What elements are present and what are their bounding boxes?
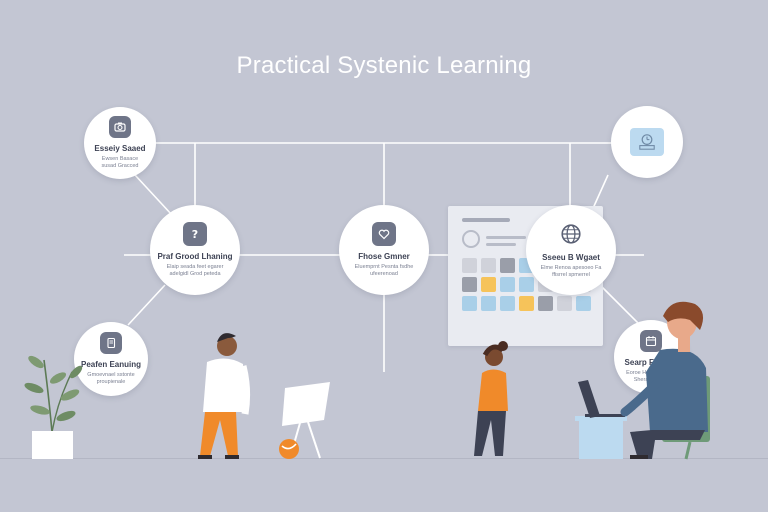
diagonal-connector-line — [127, 284, 166, 326]
board-cell — [462, 296, 477, 311]
board-cell — [519, 277, 534, 292]
node-label: Sseeu B Wgaet — [542, 253, 600, 262]
ground-line — [0, 458, 768, 459]
board-header-bar — [462, 218, 510, 222]
board-cell — [481, 296, 496, 311]
svg-text:?: ? — [192, 228, 198, 241]
node-label: Praf Grood Lhaning — [157, 252, 233, 261]
node-globe: Sseeu B Wgaet Elme Renoa apesoeo Fa ffis… — [526, 205, 616, 295]
node-label: Fhose Gmner — [358, 252, 410, 261]
board-cell — [500, 296, 515, 311]
board-cell — [500, 258, 515, 273]
easel — [279, 382, 330, 459]
board-cell — [462, 258, 477, 273]
seated-man-at-desk — [575, 301, 710, 460]
standing-man — [198, 333, 251, 459]
node-label: Searp Fhatoel — [624, 358, 678, 367]
board-cell — [519, 296, 534, 311]
node-description: Elme Renoa apesoeo Fa ffisrrel spmerrel — [540, 265, 602, 278]
heart-icon — [372, 222, 396, 246]
progress-ring-icon — [462, 230, 480, 248]
clock-icon — [630, 128, 664, 156]
board-cell — [462, 277, 477, 292]
globe-icon — [558, 221, 584, 247]
node-top-right — [611, 106, 683, 178]
board-cell — [557, 296, 572, 311]
question-icon: ? — [183, 222, 207, 246]
board-cell — [481, 277, 496, 292]
node-description: Ewsen Basace susad Gracced — [101, 156, 139, 169]
calendar-icon — [640, 330, 662, 352]
diagonal-connector-line — [134, 174, 173, 216]
node-top-left: Esseiy Saaed Ewsen Basace susad Gracced — [84, 107, 156, 179]
board-cell — [500, 277, 515, 292]
board-cell — [481, 258, 496, 273]
node-bottom-left: Peafen Eanuing Gmoevnael sstonte proupie… — [74, 322, 148, 396]
node-description: Gmoevnael sstonte proupienale — [87, 372, 135, 385]
node-description: Eluemprnt Pesnta fsdhe ufeerenoad — [354, 264, 414, 277]
potted-plant — [24, 355, 83, 459]
page-title: Practical Systenic Learning — [236, 52, 532, 79]
camera-icon — [109, 116, 131, 138]
node-label: Peafen Eanuing — [80, 360, 141, 369]
board-cell — [576, 296, 591, 311]
diagonal-connector-line — [599, 284, 641, 326]
book-icon — [100, 332, 122, 354]
standing-girl — [474, 341, 508, 456]
node-center: Fhose Gmner Eluemprnt Pesnta fsdhe ufeer… — [339, 205, 429, 295]
node-label: Esseiy Saaed — [94, 144, 146, 153]
node-question: ? Praf Grood Lhaning Elaip seada feet eg… — [150, 205, 240, 295]
board-text-line — [486, 243, 516, 246]
board-cell — [538, 296, 553, 311]
node-description: Elaip seada feet egarer adelgidl Grod pe… — [166, 264, 224, 277]
board-text-line — [486, 236, 526, 239]
